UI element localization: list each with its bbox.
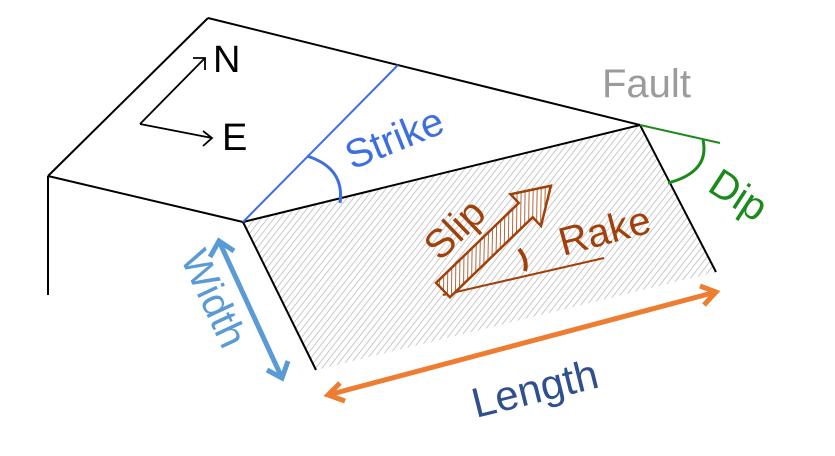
east-label: E xyxy=(222,117,247,159)
fault-label: Fault xyxy=(602,62,691,106)
dip-angle-arc xyxy=(667,139,706,185)
width-label: Width xyxy=(172,243,255,354)
width-arrow xyxy=(207,237,291,382)
strike-label: Strike xyxy=(339,99,450,178)
block-outline xyxy=(47,17,717,371)
north-arrow xyxy=(139,57,206,125)
rake-angle-arc xyxy=(517,247,528,272)
strike-angle-arc xyxy=(306,154,343,204)
strike-line xyxy=(242,64,399,223)
east-arrow xyxy=(139,123,213,139)
dip-reference-line xyxy=(639,124,721,144)
length-arrow xyxy=(323,283,721,404)
rake-reference-line xyxy=(442,257,605,296)
length-label: Length xyxy=(467,350,603,427)
dip-label: Dip xyxy=(701,161,775,231)
north-label: N xyxy=(213,39,240,81)
compass xyxy=(139,57,214,147)
slip-arrow xyxy=(434,184,553,299)
